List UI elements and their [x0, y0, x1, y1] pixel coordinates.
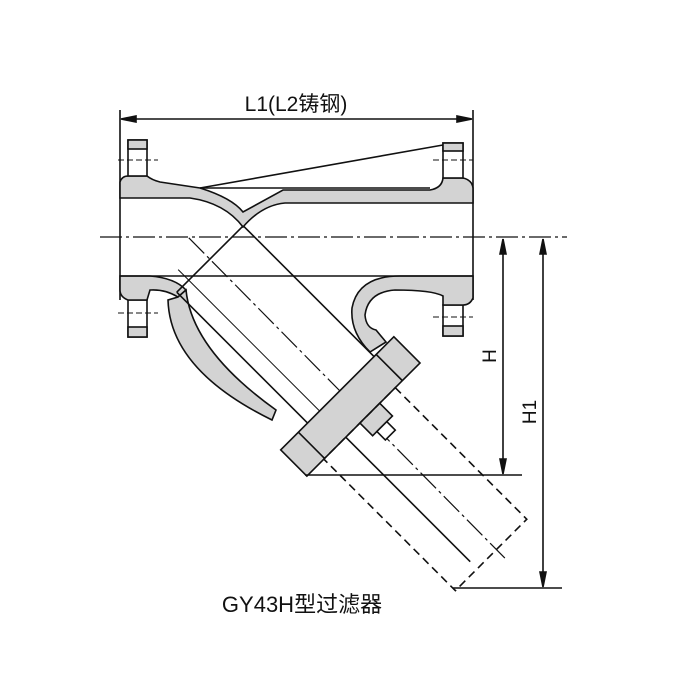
bolt-bottom-left-cap — [127, 326, 148, 338]
diagram-title: GY43H型过滤器 — [222, 592, 382, 617]
screen-edge-2 — [176, 291, 309, 424]
arrow-h1-top — [539, 238, 547, 255]
screen-edge-1 — [242, 225, 375, 358]
screen-assembly — [176, 225, 528, 592]
bolt-top-right-cap — [442, 142, 464, 152]
arrow-h1-bottom — [539, 571, 547, 588]
screen-removal-envelope — [322, 386, 528, 592]
screen-top-cap — [176, 225, 244, 293]
cover-flange — [279, 335, 422, 478]
arrow-h-bottom — [499, 458, 507, 475]
arrow-left — [120, 115, 137, 123]
arrow-right — [456, 115, 473, 123]
length-label: L1(L2铸钢) — [245, 93, 348, 116]
body-top — [119, 175, 474, 229]
arrow-h-top — [499, 238, 507, 255]
body-bottom-right — [351, 275, 474, 354]
body-bowl — [167, 288, 277, 422]
bolt-top-left-cap — [127, 139, 148, 150]
height1-label: H1 — [520, 400, 541, 424]
body-top-taper — [199, 144, 444, 189]
height-label: H — [480, 349, 501, 363]
bolt-bottom-right-cap — [442, 325, 464, 337]
body-bottom-left — [119, 275, 188, 301]
